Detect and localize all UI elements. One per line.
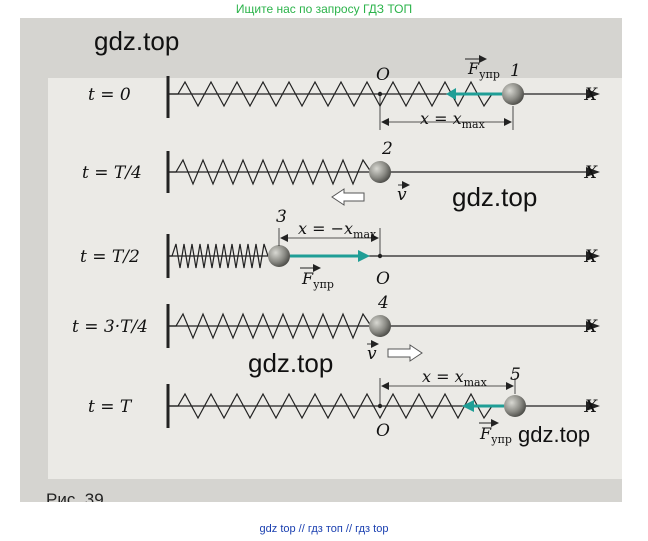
origin-label: O <box>376 421 390 441</box>
displacement-label: x = xmax <box>422 367 488 389</box>
origin-label: O <box>376 269 390 289</box>
ball <box>504 395 526 417</box>
origin-label: O <box>376 65 390 85</box>
axis-label: X <box>583 247 598 267</box>
axis-label: X <box>583 397 598 417</box>
ball <box>369 161 391 183</box>
displacement-label: x = xmax <box>420 109 486 131</box>
spring <box>168 392 501 420</box>
position-number: 5 <box>510 365 521 385</box>
time-label: t = T <box>88 397 133 417</box>
figure-panel <box>48 78 622 479</box>
spring-diagram: t = 0 t = T/4 t = T/2 t = 3·T/4 t = T 1 … <box>72 55 600 446</box>
row-5 <box>166 378 600 428</box>
bottom-banner[interactable]: gdz top // гдз топ // гдз top <box>259 523 389 535</box>
force-label: Fупр <box>467 59 500 81</box>
velocity-label: v <box>397 185 407 205</box>
watermark: gdz.top <box>248 348 334 378</box>
watermark: gdz.top <box>452 182 538 212</box>
position-number: 4 <box>377 293 389 313</box>
time-label: t = T/4 <box>82 163 142 183</box>
time-label: t = 0 <box>88 85 131 105</box>
position-number: 2 <box>381 139 393 159</box>
top-banner[interactable]: Ищите нас по запросу ГДЗ ТОП <box>235 2 413 16</box>
ball <box>369 315 391 337</box>
axis-label: X <box>583 85 598 105</box>
position-number: 3 <box>276 207 287 227</box>
watermark: gdz.top <box>94 26 180 56</box>
position-number: 1 <box>510 61 521 81</box>
velocity-label: v <box>367 344 377 364</box>
displacement-label: x = −xmax <box>298 219 377 241</box>
force-arrow-head <box>462 400 474 412</box>
spring <box>168 312 380 340</box>
row-1 <box>166 55 600 130</box>
figure-caption: Рис. 39 <box>46 490 104 502</box>
time-label: t = T/2 <box>80 247 140 267</box>
row-4 <box>166 304 600 362</box>
force-arrow-head <box>446 88 456 100</box>
row-3 <box>166 228 600 278</box>
watermark: gdz.top <box>518 422 591 447</box>
time-label: t = 3·T/4 <box>72 317 148 337</box>
row-2 <box>166 151 600 206</box>
force-label: Fупр <box>301 269 334 291</box>
spring <box>168 158 380 186</box>
velocity-arrow <box>331 188 365 206</box>
axis-label: X <box>583 317 598 337</box>
ball <box>502 83 524 105</box>
spring <box>168 243 272 269</box>
velocity-arrow <box>387 344 423 362</box>
figure: t = 0 t = T/4 t = T/2 t = 3·T/4 t = T 1 … <box>20 18 622 502</box>
axis-label: X <box>583 163 598 183</box>
force-label: Fупр <box>479 424 512 446</box>
ball <box>268 245 290 267</box>
force-arrow-head <box>358 250 370 262</box>
